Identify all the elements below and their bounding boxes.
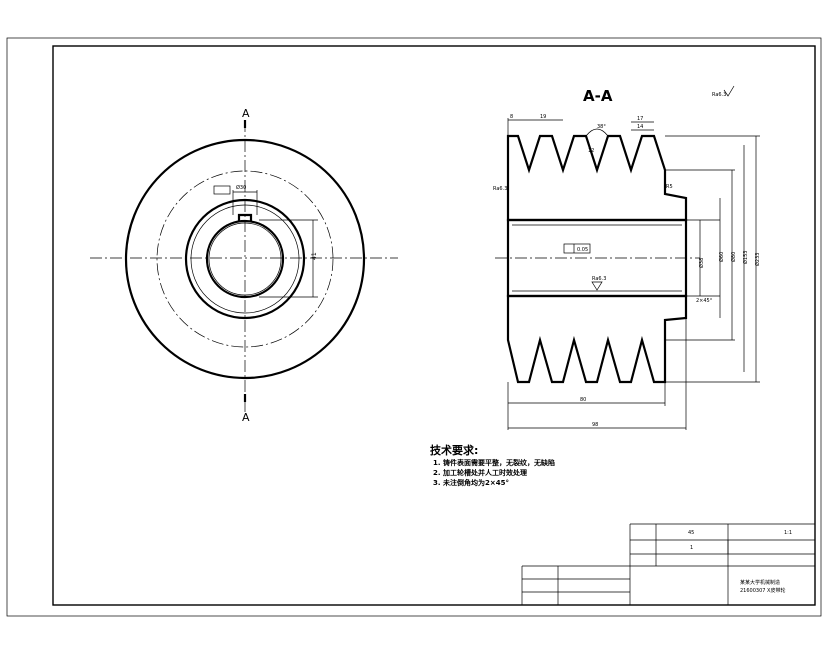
diam-outer-label: Ø233 [754,253,761,266]
chamfer-left-label: 2×45° [696,298,713,304]
groove-edge-label: 8 [510,114,513,120]
diam-hub-label: Ø60 [718,252,725,262]
keyway-width-label: Ø30 [236,184,246,191]
section-mark-top: A [242,107,250,120]
notes-item-2: 2. 加工轮槽处并人工时效处理 [433,468,527,477]
notes-item-1: 1. 铸件表面需要平整，无裂纹，无缺陷 [433,458,555,467]
groove-top-label: 17 [637,116,643,122]
width-total-label: 98 [592,422,598,428]
scale-value: 1:1 [784,530,792,536]
diam-small-label: Ø80 [730,252,737,262]
groove-depth-label: 12 [588,148,594,154]
diam-bore-label: Ø38 [698,258,705,268]
company-line-2: 21600307 X皮带轮 [740,587,785,594]
roughness-side: Ra6.3 [493,186,507,192]
bottom-rim [506,294,688,384]
title-block: 45 1:1 1 某某大学机械制造 21600307 X皮带轮 [521,523,815,605]
roughness-general: Ra6.3 [712,92,726,98]
keyway-depth-label: 41 [311,252,318,260]
groove-pitch-label: 19 [540,114,546,120]
notes-heading: 技术要求: [430,443,478,457]
outer-border [6,37,822,617]
inner-border [52,45,816,606]
roughness-bore: Ra6.3 [592,276,606,282]
section-title: A-A [583,87,613,105]
diam-mid-label: Ø153 [742,251,749,264]
quantity-value: 1 [690,545,693,551]
section-mark-bottom: A [242,411,250,424]
technical-notes: 技术要求: 1. 铸件表面需要平整，无裂纹，无缺陷 2. 加工轮槽处并人工时效处… [430,443,555,487]
material-value: 45 [688,530,694,536]
company-line-1: 某某大学机械制造 [740,579,780,586]
width-inner-label: 80 [580,397,586,403]
front-view: 41 Ø30 A A [90,107,398,424]
groove-angle-label: 38° [597,124,606,130]
notes-item-3: 3. 未注倒角均为2×45° [433,478,509,487]
chamfer-right-label: R5 [666,184,673,190]
groove-inner-label: 14 [637,124,643,130]
tolerance-value: 0.05 [577,247,588,253]
top-rim [506,134,688,222]
section-view: A-A 8 19 38° 17 14 12 Ra6.3 Ra6.3 Ra6.3 … [493,85,761,430]
